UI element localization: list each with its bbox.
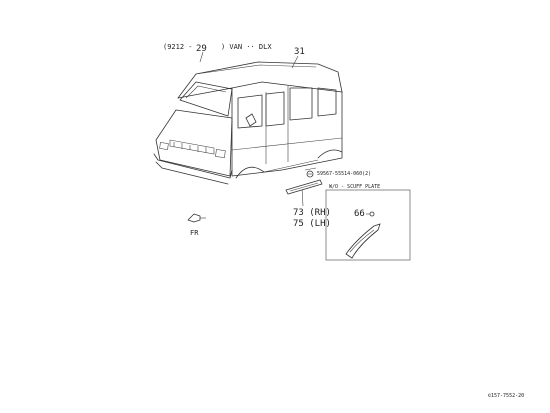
screw-icon	[306, 170, 314, 178]
front-arrow-icon	[187, 213, 206, 223]
callout-side-molding: 31	[294, 47, 305, 57]
leader-31	[291, 55, 299, 69]
leader-29	[199, 51, 204, 63]
callout-scuff-lh: 75 (LH)	[293, 219, 331, 229]
callout-inset-part: 66	[354, 209, 365, 219]
header-model: ) VAN ·· DLX	[221, 43, 272, 51]
leader-screw	[304, 167, 317, 171]
inset-title: W/O - SCUFF PLATE	[329, 184, 381, 190]
leader-scuff	[301, 187, 304, 207]
van-illustration	[153, 61, 343, 185]
callout-roof-rail: 29	[196, 44, 207, 54]
inset-scuff-plate-icon	[345, 211, 381, 259]
scuff-plate-icon	[285, 179, 323, 195]
callout-scuff-rh: 73 (RH)	[293, 208, 331, 218]
header-code: (9212 -	[163, 43, 193, 51]
inset-box	[325, 189, 411, 261]
callout-front: FR	[190, 229, 199, 237]
footer-ref: ©157-7552-20	[488, 393, 525, 399]
callout-screw: 59567-55514-060(2)	[317, 171, 372, 177]
